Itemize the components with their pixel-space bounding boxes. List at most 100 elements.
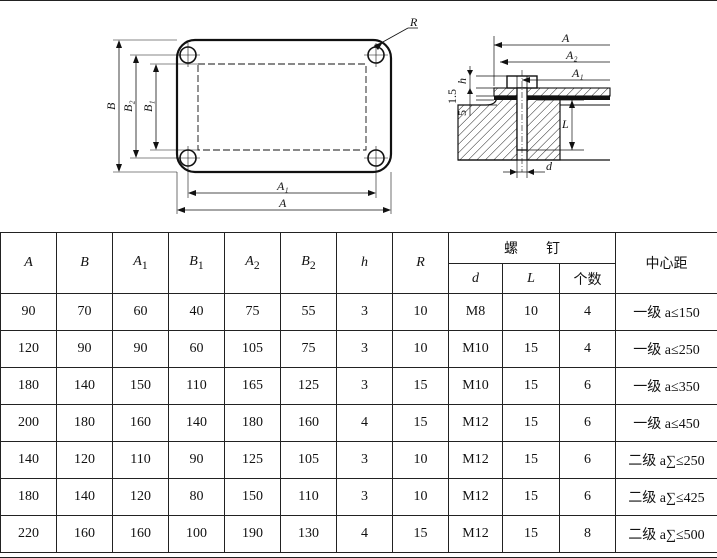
label-5: 5 <box>455 110 469 116</box>
table-cell: M12 <box>448 515 503 553</box>
table-cell: 90 <box>168 441 225 479</box>
table-cell: 15 <box>502 367 560 405</box>
table-cell: 120 <box>112 478 169 516</box>
table-cell: 150 <box>224 478 281 516</box>
table-cell: 105 <box>224 330 281 368</box>
table-cell: 15 <box>392 367 449 405</box>
table-cell: 4 <box>559 293 616 331</box>
table-cell: M10 <box>448 330 503 368</box>
table-cell: M8 <box>448 293 503 331</box>
table-cell: 4 <box>336 515 393 553</box>
table-cell: 120 <box>56 441 113 479</box>
table-cell: 75 <box>224 293 281 331</box>
table-cell: 4 <box>336 404 393 442</box>
table-cell: 一级 a≤250 <box>615 330 717 368</box>
header-screw-group: 螺 钉 <box>448 232 616 264</box>
header-R: R <box>392 232 449 294</box>
table-cell: 一级 a≤150 <box>615 293 717 331</box>
label-section-A1: A₁ <box>571 66 584 80</box>
section-view <box>457 36 611 178</box>
table-cell: M12 <box>448 478 503 516</box>
header-L: L <box>502 263 560 294</box>
table-cell: 6 <box>559 478 616 516</box>
table-cell: M12 <box>448 404 503 442</box>
table-cell: 10 <box>392 441 449 479</box>
table-cell: 160 <box>56 515 113 553</box>
table-cell: 130 <box>280 515 337 553</box>
table-cell: 60 <box>168 330 225 368</box>
table-cell: 200 <box>0 404 57 442</box>
cover-plate <box>493 87 611 97</box>
window-outline <box>197 63 367 151</box>
table-cell: 160 <box>280 404 337 442</box>
label-d: d <box>546 159 553 173</box>
table-cell: 160 <box>112 404 169 442</box>
table-cell: 60 <box>112 293 169 331</box>
table-cell: 3 <box>336 441 393 479</box>
table-cell: 15 <box>502 478 560 516</box>
table-cell: 15 <box>392 515 449 553</box>
table-cell: 100 <box>168 515 225 553</box>
label-R: R <box>409 15 418 29</box>
table-cell: 二级 a∑≤500 <box>615 515 717 553</box>
table-cell: 180 <box>56 404 113 442</box>
table-cell: 75 <box>280 330 337 368</box>
table-cell: 220 <box>0 515 57 553</box>
table-cell: 10 <box>392 330 449 368</box>
table-cell: 10 <box>502 293 560 331</box>
table-cell: 15 <box>502 404 560 442</box>
table-cell: 110 <box>112 441 169 479</box>
table-cell: 90 <box>56 330 113 368</box>
table-cell: 105 <box>280 441 337 479</box>
table-cell: 120 <box>0 330 57 368</box>
table-cell: 3 <box>336 367 393 405</box>
table-cell: 40 <box>168 293 225 331</box>
table-cell: 55 <box>280 293 337 331</box>
table-cell: M10 <box>448 367 503 405</box>
label-section-A2: A₂ <box>565 48 578 62</box>
table-cell: 190 <box>224 515 281 553</box>
table-cell: 180 <box>0 367 57 405</box>
table-cell: 165 <box>224 367 281 405</box>
header-B1: B1 <box>168 232 225 294</box>
table-cell: 110 <box>168 367 225 405</box>
table-cell: 3 <box>336 478 393 516</box>
label-L: L <box>561 117 569 131</box>
table-cell: 150 <box>112 367 169 405</box>
table-cell: 15 <box>502 515 560 553</box>
header-B2: B2 <box>280 232 337 294</box>
table-cell: 90 <box>0 293 57 331</box>
table-cell: M12 <box>448 441 503 479</box>
table-cell: 3 <box>336 330 393 368</box>
table-cell: 二级 a∑≤425 <box>615 478 717 516</box>
table-cell: 140 <box>168 404 225 442</box>
table-cell: 15 <box>392 404 449 442</box>
housing-section <box>457 95 518 161</box>
header-center-distance: 中心距 <box>615 232 717 294</box>
plan-labels: R B B₂ B₁ A₁ A <box>104 15 418 210</box>
table-cell: 一级 a≤450 <box>615 404 717 442</box>
table-cell: 6 <box>559 367 616 405</box>
label-h: h <box>455 78 469 84</box>
label-A1: A₁ <box>276 179 289 193</box>
header-B: B <box>56 232 113 294</box>
label-1-5: 1.5 <box>445 89 459 104</box>
table-cell: 180 <box>224 404 281 442</box>
table-cell: 80 <box>168 478 225 516</box>
table-cell: 15 <box>502 441 560 479</box>
table-cell: 3 <box>336 293 393 331</box>
table-cell: 160 <box>112 515 169 553</box>
header-h: h <box>336 232 393 294</box>
table-cell: 4 <box>559 330 616 368</box>
cover-outline <box>175 38 393 174</box>
header-A: A <box>0 232 57 294</box>
label-B2: B₂ <box>121 100 135 112</box>
table-cell: 6 <box>559 441 616 479</box>
table-cell: 15 <box>502 330 560 368</box>
table-cell: 180 <box>0 478 57 516</box>
